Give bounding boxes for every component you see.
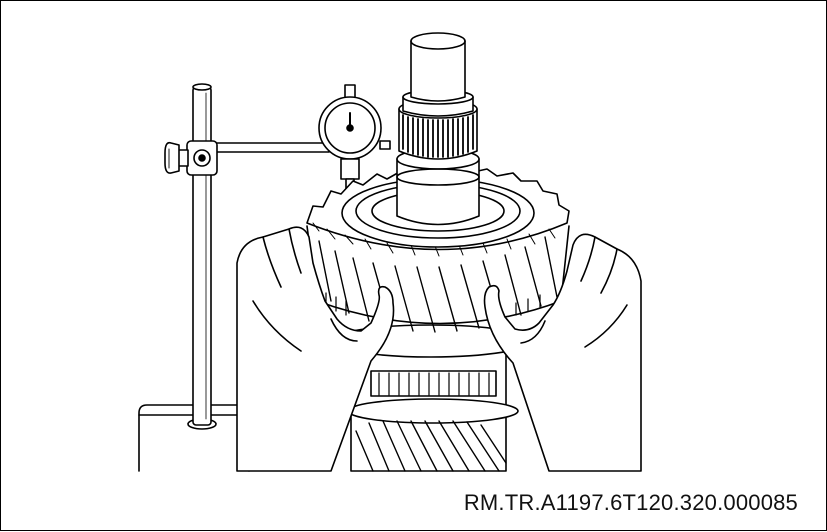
hand-icon xyxy=(483,233,642,472)
stand-post xyxy=(192,83,212,426)
shaft-icon xyxy=(396,32,480,226)
dial-indicator-icon xyxy=(318,84,391,226)
hand-icon xyxy=(236,226,395,472)
lower-gear-cluster xyxy=(330,324,532,472)
clamp-arm xyxy=(164,140,330,176)
figure-reference-code: RM.TR.A1197.6T120.320.000085 xyxy=(463,490,798,515)
